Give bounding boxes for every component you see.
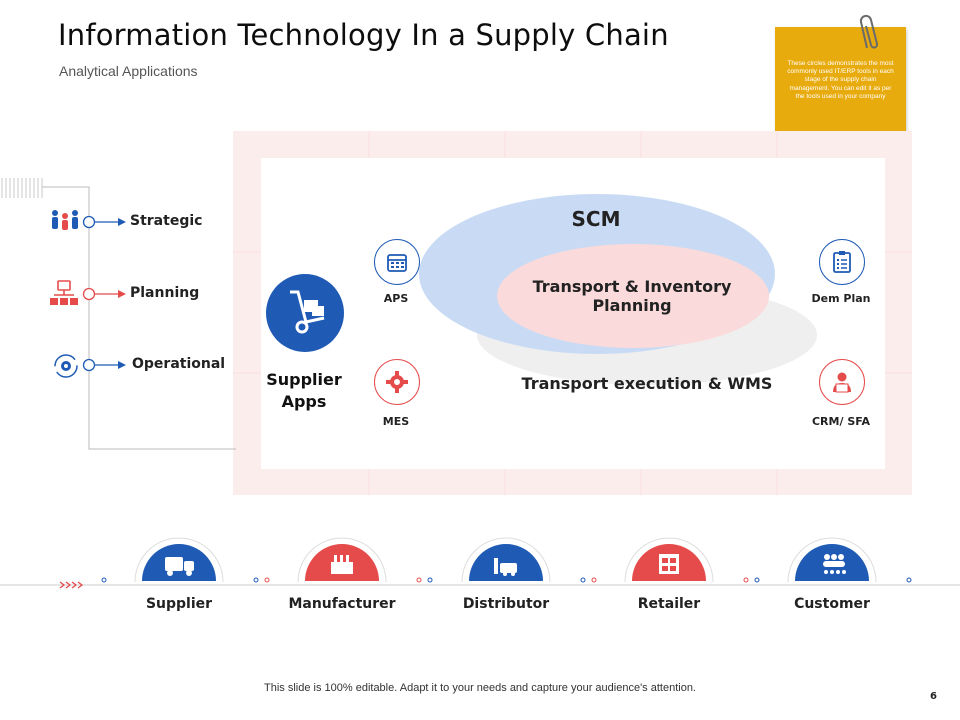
page-subtitle: Analytical Applications	[59, 63, 198, 79]
planning-ellipse	[497, 244, 769, 348]
supplier-apps-line2: Apps	[281, 392, 327, 411]
tool-mes	[374, 359, 420, 405]
transport-inventory-label: Transport & Inventory Planning	[512, 277, 752, 315]
customers-icon	[823, 554, 846, 574]
tool-label-dem-plan: Dem Plan	[811, 292, 871, 305]
supplier-apps-circle	[266, 274, 344, 352]
delivery-icon	[494, 558, 517, 576]
tool-aps	[374, 239, 420, 285]
scm-label: SCM	[571, 207, 621, 231]
stage-label-distributor: Distributor	[462, 596, 550, 612]
footer-note: This slide is 100% editable. Adapt it to…	[264, 682, 696, 694]
hand-truck-icon	[290, 290, 325, 334]
stage-label-supplier: Supplier	[145, 596, 213, 612]
stage-label-retailer: Retailer	[637, 596, 701, 612]
page-title: Information Technology In a Supply Chain	[58, 18, 669, 52]
level-label-strategic: Strategic	[130, 213, 203, 229]
level-connector-operational	[82, 358, 126, 372]
level-label-planning: Planning	[130, 285, 200, 301]
stage-label-manufacturer: Manufacturer	[288, 596, 396, 612]
transport-execution-label: Transport execution & WMS	[521, 374, 773, 393]
team-icon	[52, 210, 78, 230]
supplier-apps-label: Supplier Apps	[244, 369, 364, 413]
stage-timeline	[0, 537, 960, 589]
level-connector-strategic	[82, 215, 126, 229]
sticky-note-text: These circles demonstrates the most comm…	[787, 60, 894, 100]
level-connector-lines	[42, 186, 236, 450]
paperclip-icon	[859, 14, 878, 49]
level-label-operational: Operational	[132, 356, 226, 372]
calendar-icon	[387, 254, 407, 272]
supplier-apps-line1: Supplier	[266, 370, 342, 389]
truck-icon	[165, 557, 194, 576]
tool-label-crm-sfa: CRM/ SFA	[811, 415, 871, 428]
stage-label-customer: Customer	[794, 596, 870, 612]
gear-icon	[386, 371, 408, 393]
support-agent-icon	[833, 372, 851, 393]
factory-icon	[331, 555, 353, 574]
tool-label-aps: APS	[383, 292, 409, 305]
tool-dem-plan	[819, 239, 865, 285]
tool-crm-sfa	[819, 359, 865, 405]
store-icon	[659, 554, 679, 574]
stage-distributor-semicircle	[469, 544, 543, 581]
scm-ellipses	[419, 194, 817, 385]
transport-inventory-line2: Planning	[592, 296, 672, 315]
decorative-hatch	[1, 178, 43, 198]
page-number: 6	[930, 691, 937, 702]
tool-label-mes: MES	[382, 415, 410, 428]
org-chart-icon	[50, 280, 78, 305]
level-connector-planning	[82, 287, 126, 301]
transport-inventory-line1: Transport & Inventory	[532, 277, 732, 296]
gear-cycle-icon	[54, 354, 78, 378]
checklist-icon	[833, 251, 851, 273]
sticky-note: These circles demonstrates the most comm…	[775, 27, 906, 151]
